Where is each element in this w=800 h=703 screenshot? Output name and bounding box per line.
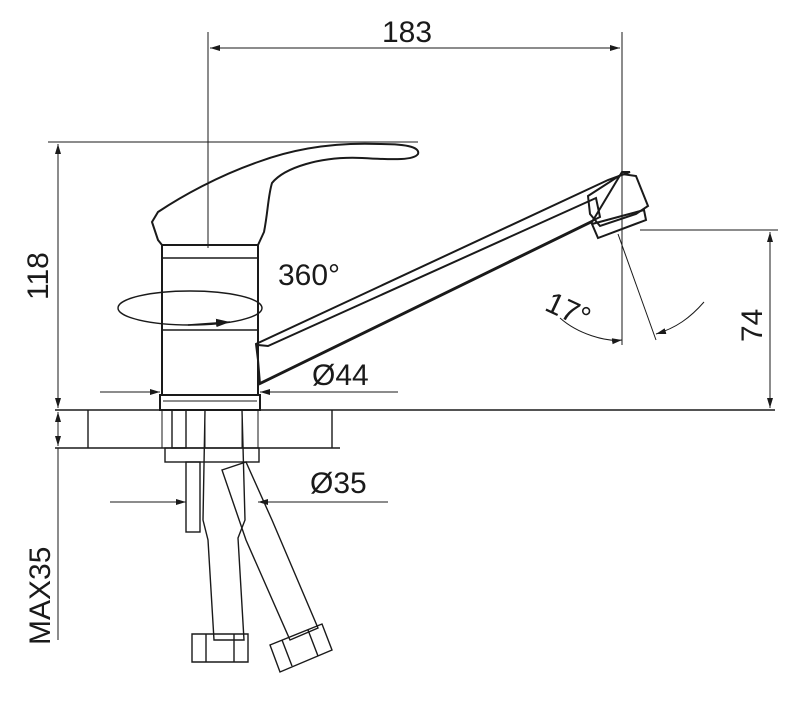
hose-left [202, 409, 246, 641]
dimension-height-label: 118 [22, 252, 55, 300]
dimension-height: 118 [22, 141, 418, 408]
hose-fitting-right [269, 623, 333, 673]
countertop [55, 409, 775, 449]
rotation-indicator [117, 290, 263, 328]
dimension-reach: 183 [210, 16, 620, 51]
dimension-spout-height-label: 74 [736, 309, 769, 342]
dimension-hole-diameter: Ø35 [110, 467, 388, 505]
hose-right [221, 461, 319, 641]
hose-fitting-left [191, 633, 249, 663]
lever-handle [150, 142, 420, 246]
mounting-stud [185, 461, 201, 533]
dimension-reach-label: 183 [382, 16, 432, 49]
lever-outline [150, 142, 420, 246]
rotation-label: 360° [278, 259, 340, 292]
body-base [159, 394, 261, 411]
angle-label: 17° [540, 286, 595, 335]
spout-tilt-line [617, 233, 657, 341]
aerator [590, 208, 648, 240]
spout-arm [257, 196, 602, 386]
max-thickness-label: MAX35 [24, 547, 57, 645]
base-diameter-label: Ø44 [312, 359, 369, 392]
mounting-assembly [164, 409, 260, 533]
dimension-spout-height: 74 [640, 229, 778, 408]
faucet-body [159, 244, 261, 411]
hole-diameter-label: Ø35 [310, 467, 367, 500]
dimension-base-diameter: Ø44 [100, 359, 398, 395]
spout [254, 171, 650, 386]
dimension-max-thickness: MAX35 [24, 412, 61, 645]
mounting-nut [164, 447, 260, 463]
flexible-hoses [191, 409, 333, 673]
